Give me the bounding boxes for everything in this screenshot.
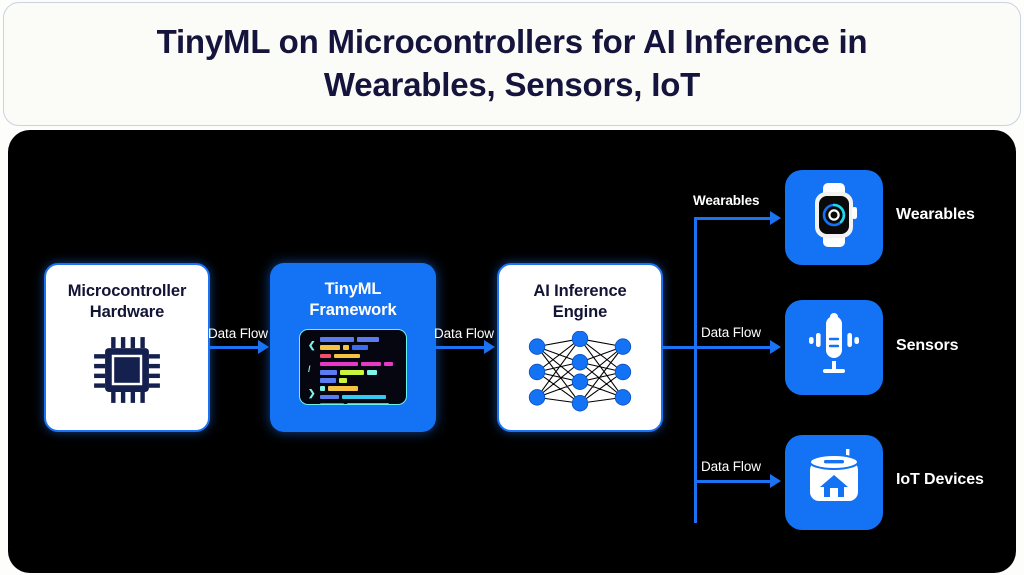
wire-branch-wearables bbox=[694, 217, 770, 220]
code-line bbox=[306, 394, 400, 400]
code-token bbox=[320, 345, 340, 351]
code-token bbox=[343, 345, 349, 351]
label-branch-wearables: Wearables bbox=[693, 193, 760, 208]
neural-network-icon bbox=[521, 331, 639, 413]
label-branch-iot: Data Flow bbox=[701, 459, 761, 474]
label-framework-to-engine: Data Flow bbox=[434, 326, 494, 341]
code-token bbox=[320, 353, 331, 359]
code-line bbox=[306, 402, 400, 405]
code-token bbox=[334, 353, 360, 359]
wire-mcu-to-framework bbox=[210, 346, 258, 349]
code-token bbox=[367, 370, 377, 375]
node-ai-inference-engine-title: AI Inference Engine bbox=[533, 281, 626, 322]
code-token bbox=[320, 386, 325, 391]
microchip-icon bbox=[88, 331, 166, 409]
node-microcontroller-hardware-title: Microcontroller Hardware bbox=[68, 281, 187, 322]
wire-branch-spine bbox=[694, 217, 697, 523]
node-tinyml-framework[interactable]: TinyML Framework ❮ / ❯ bbox=[270, 263, 436, 432]
code-line bbox=[306, 378, 400, 383]
device-tile-wearables[interactable] bbox=[785, 170, 883, 265]
code-token bbox=[320, 394, 339, 400]
code-token bbox=[357, 337, 379, 342]
wire-engine-trunk bbox=[663, 346, 697, 349]
label-branch-sensors: Data Flow bbox=[701, 325, 761, 340]
node-title-line-2: Hardware bbox=[89, 302, 165, 321]
code-line bbox=[306, 345, 400, 351]
device-label-wearables: Wearables bbox=[896, 206, 975, 223]
device-label-sensors: Sensors bbox=[896, 337, 959, 354]
arrowhead-branch-wearables bbox=[770, 211, 781, 225]
code-token bbox=[352, 345, 368, 351]
smartwatch-icon bbox=[803, 182, 865, 253]
code-line bbox=[306, 386, 400, 391]
code-token bbox=[339, 378, 347, 383]
code-token bbox=[340, 370, 364, 375]
arrowhead-branch-sensors bbox=[770, 340, 781, 354]
node-title-line-1: Microcontroller bbox=[67, 282, 187, 300]
arrowhead-framework-to-engine bbox=[484, 340, 495, 354]
label-mcu-to-framework: Data Flow bbox=[208, 326, 268, 341]
code-token bbox=[320, 337, 354, 342]
code-token bbox=[320, 361, 358, 367]
node-ai-inference-engine[interactable]: AI Inference Engine bbox=[497, 263, 663, 432]
node-title-line-2: Framework bbox=[309, 300, 397, 319]
title-card: TinyML on Microcontrollers for AI Infere… bbox=[3, 2, 1021, 126]
node-tinyml-framework-title: TinyML Framework bbox=[309, 279, 396, 320]
code-token bbox=[347, 402, 389, 405]
wire-branch-iot bbox=[694, 480, 770, 483]
wire-branch-sensors bbox=[694, 346, 770, 349]
code-slash-mid: / bbox=[308, 364, 311, 375]
microphone-sensor-icon bbox=[804, 313, 864, 382]
code-line bbox=[306, 337, 400, 342]
device-tile-iot[interactable] bbox=[785, 435, 883, 530]
code-line bbox=[306, 361, 400, 367]
code-token bbox=[384, 361, 393, 367]
code-token bbox=[320, 402, 344, 405]
page-title: TinyML on Microcontrollers for AI Infere… bbox=[77, 21, 947, 107]
node-title-line-2: Engine bbox=[552, 302, 608, 321]
code-line bbox=[306, 353, 400, 359]
page-title-line-1: TinyML on Microcontrollers for AI Infere… bbox=[156, 23, 868, 61]
code-token bbox=[320, 378, 336, 383]
code-bracket-top: ❮ bbox=[308, 340, 316, 351]
wire-framework-to-engine bbox=[436, 346, 484, 349]
arrowhead-branch-iot bbox=[770, 474, 781, 488]
node-title-line-1: AI Inference bbox=[533, 282, 627, 300]
device-tile-sensors[interactable] bbox=[785, 300, 883, 395]
code-line bbox=[306, 370, 400, 375]
page-title-line-2: Wearables, Sensors, IoT bbox=[323, 66, 701, 103]
code-token bbox=[361, 361, 381, 367]
code-token bbox=[328, 386, 358, 391]
node-title-line-1: TinyML bbox=[324, 280, 382, 298]
code-bracket-bottom: ❯ bbox=[308, 388, 316, 399]
node-microcontroller-hardware[interactable]: Microcontroller Hardware bbox=[44, 263, 210, 432]
diagram-panel: Microcontroller Hardware bbox=[8, 130, 1016, 573]
smart-home-hub-icon bbox=[802, 449, 866, 516]
code-editor-icon: ❮ / ❯ bbox=[299, 329, 407, 406]
code-token bbox=[342, 394, 386, 400]
code-token bbox=[320, 370, 337, 375]
arrowhead-mcu-to-framework bbox=[258, 340, 269, 354]
device-label-iot: IoT Devices bbox=[896, 471, 984, 488]
